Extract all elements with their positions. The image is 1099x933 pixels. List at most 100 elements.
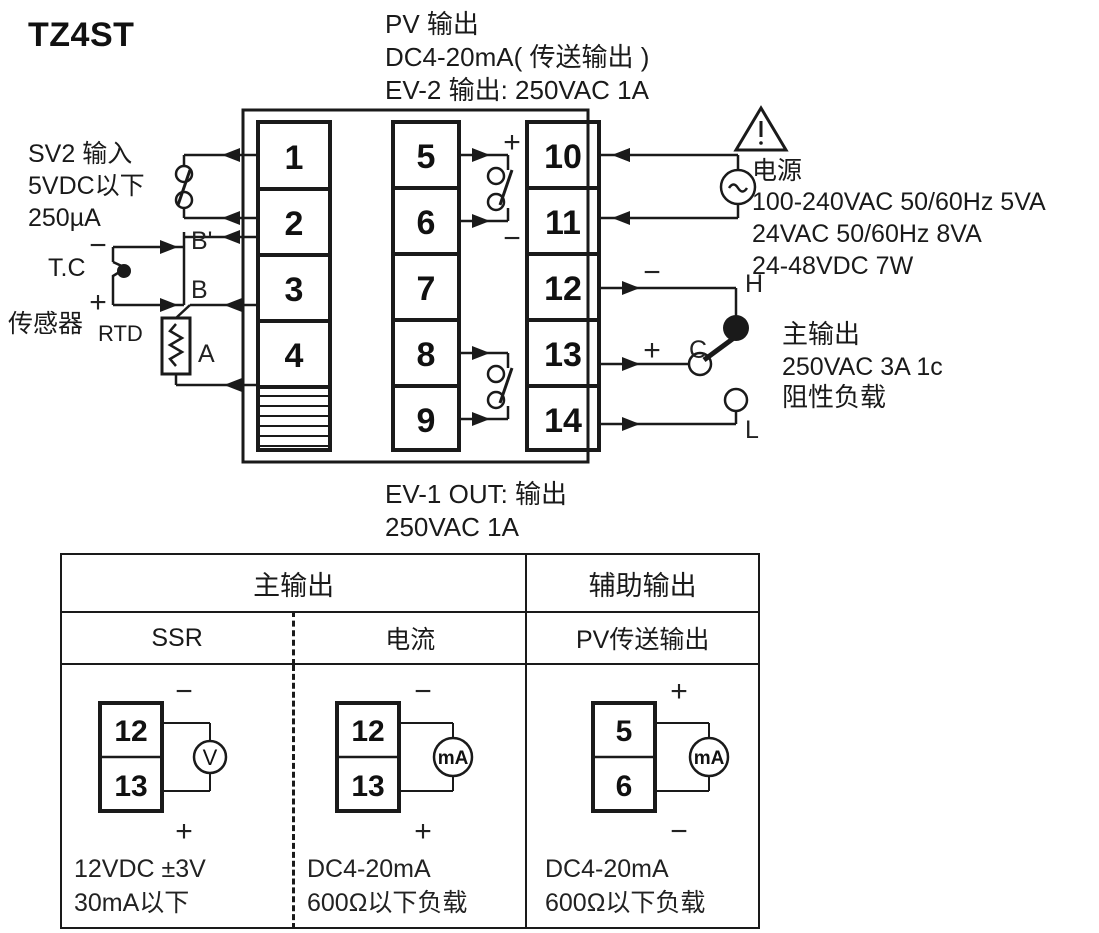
pv-output-note-line2: DC4-20mA( 传送输出 ) <box>385 42 650 72</box>
spec-cell-ssr: 12 13 V − + 12VDC ±3V 30mA以下 <box>60 663 295 929</box>
power-spec-line1: 100-240VAC 50/60Hz 5VA <box>752 188 1046 216</box>
spec-table-header-row: 主输出 辅助输出 <box>59 553 760 613</box>
ssr-spec-line2: 30mA以下 <box>74 889 189 917</box>
subheader-ssr: SSR <box>60 611 295 665</box>
relay-lever <box>702 329 744 363</box>
ssr-spec-line1: 12VDC ±3V <box>74 855 206 883</box>
header-main-output: 主输出 <box>59 553 528 613</box>
device-body-outline <box>241 108 590 464</box>
main-output-minus-sign: − <box>643 256 661 289</box>
label-b-prime: B' <box>191 227 212 255</box>
spec-table-subheader-row: SSR 电流 PV传送输出 <box>60 611 760 665</box>
ev1-contact-bottom <box>486 390 506 410</box>
relay-pivot <box>723 315 749 341</box>
ev1-contact-top <box>486 364 506 384</box>
current-bottom-sign: + <box>414 815 432 848</box>
current-spec-line2: 600Ω以下负载 <box>307 889 467 917</box>
pv-terminal-top: 5 <box>616 715 633 748</box>
terminal-number-12: 12 <box>544 270 582 308</box>
current-top-sign: − <box>414 675 432 708</box>
model-title: TZ4ST <box>28 16 135 54</box>
spec-cell-current: 12 13 mA − + DC4-20mA 600Ω以下负载 <box>292 663 528 929</box>
milliamp-meter-icon-pv: mA <box>694 748 725 769</box>
power-spec-line2: 24VAC 50/60Hz 8VA <box>752 220 982 248</box>
pv-spec-line2: 600Ω以下负载 <box>545 889 705 917</box>
terminal-numbers: 1 2 3 4 5 6 7 8 9 10 11 12 13 14 <box>285 138 582 440</box>
main-output-plus-sign: + <box>643 334 661 367</box>
warning-triangle-icon <box>733 105 789 152</box>
terminal-number-1: 1 <box>285 139 304 177</box>
main-output-load: 阻性负载 <box>782 382 887 412</box>
power-spec-line3: 24-48VDC 7W <box>752 252 914 280</box>
sv2-switch-contact-bottom <box>174 190 194 210</box>
main-output-rating: 250VAC 3A 1c <box>782 353 943 381</box>
label-l: L <box>745 416 759 444</box>
sv2-switch-contact-top <box>174 164 194 184</box>
ac-source-icon <box>719 168 757 206</box>
rtd-zigzag <box>167 323 185 367</box>
terminal-number-5: 5 <box>417 138 436 176</box>
pv-top-sign: + <box>671 675 689 708</box>
power-title: 电源 <box>752 157 803 185</box>
terminal-number-13: 13 <box>544 336 582 374</box>
terminal-number-14: 14 <box>544 402 582 440</box>
voltmeter-icon: V <box>203 745 218 770</box>
ev2-switch-lever <box>498 169 514 206</box>
terminal-number-3: 3 <box>285 271 304 309</box>
current-spec-line1: DC4-20mA <box>307 855 431 883</box>
sv2-voltage-label: 5VDC以下 <box>28 172 145 200</box>
pv-bottom-sign: − <box>671 815 689 848</box>
terminal-number-8: 8 <box>417 336 436 374</box>
spec-cell-pv-transmit: 5 6 mA + − DC4-20mA 600Ω以下负载 <box>525 663 760 929</box>
sv2-current-label: 250µA <box>28 204 101 232</box>
subheader-pv-transmit: PV传送输出 <box>525 611 760 665</box>
ev2-output-note: EV-2 输出: 250VAC 1A <box>385 75 649 105</box>
rtd-label: RTD <box>98 321 143 346</box>
ev2-contact-bottom <box>486 192 506 212</box>
tc-label: T.C <box>48 254 86 282</box>
relay-l-contact <box>723 387 749 413</box>
ssr-top-sign: − <box>175 675 193 708</box>
ev1-output-note-line2: 250VAC 1A <box>385 512 519 542</box>
current-cell-diagram: 12 13 mA − + DC4-20mA 600Ω以下负载 <box>307 675 474 917</box>
subheader-current: 电流 <box>292 611 528 665</box>
label-b: B <box>191 276 208 304</box>
tc-plus-sign: + <box>89 286 107 319</box>
terminal-block-middle <box>391 120 461 452</box>
label-c: C <box>689 336 707 364</box>
ev2-minus-sign: − <box>503 222 521 255</box>
main-output-title: 主输出 <box>782 319 861 349</box>
ssr-bottom-sign: + <box>175 815 193 848</box>
ev2-contact-top <box>486 166 506 186</box>
pv-output-note-line1: PV 输出 <box>385 9 479 39</box>
ev2-plus-sign: + <box>503 126 521 159</box>
current-terminal-bottom: 13 <box>351 770 384 803</box>
ev1-output-note-line1: EV-1 OUT: 输出 <box>385 479 568 509</box>
sv2-switch-lever <box>176 169 192 206</box>
ssr-terminal-top: 12 <box>114 715 147 748</box>
ssr-terminal-bottom: 13 <box>114 770 147 803</box>
spec-table-body-row: 12 13 V − + 12VDC ±3V 30mA以下 <box>60 663 760 929</box>
terminal-block-right <box>525 120 601 452</box>
terminal-number-7: 7 <box>417 270 436 308</box>
terminal-number-6: 6 <box>417 204 436 242</box>
pv-cell-diagram: 5 6 mA + − DC4-20mA 600Ω以下负载 <box>545 675 730 917</box>
pv-spec-line1: DC4-20mA <box>545 855 669 883</box>
pv-terminal-bottom: 6 <box>616 770 633 803</box>
ac-sine-glyph <box>727 183 749 193</box>
terminal-number-4: 4 <box>285 337 304 375</box>
spec-table: 主输出 辅助输出 SSR 电流 PV传送输出 <box>59 553 760 929</box>
terminal-block-left <box>256 120 332 452</box>
ev1-switch-lever <box>498 367 514 404</box>
ssr-cell-diagram: 12 13 V − + 12VDC ±3V 30mA以下 <box>74 675 228 917</box>
terminal-number-9: 9 <box>417 402 436 440</box>
sv2-input-label: SV2 输入 <box>28 140 133 168</box>
label-a: A <box>198 340 215 368</box>
header-aux-output: 辅助输出 <box>525 553 760 613</box>
tc-junction-dot <box>117 264 131 278</box>
sensor-label: 传感器 <box>8 310 84 338</box>
terminal-number-11: 11 <box>545 204 581 242</box>
relay-common-contact <box>687 351 713 377</box>
terminal-number-10: 10 <box>544 138 582 176</box>
milliamp-meter-icon: mA <box>438 748 469 769</box>
